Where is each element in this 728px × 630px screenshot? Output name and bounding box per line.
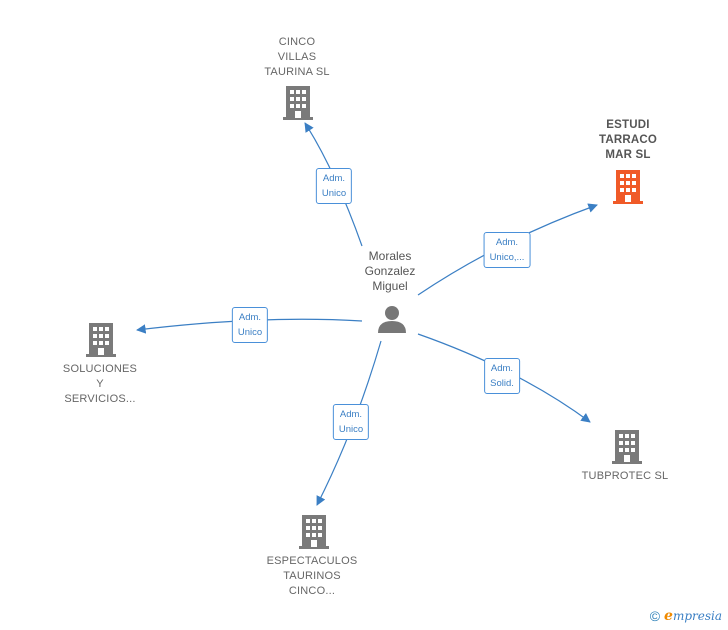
building-icon[interactable] bbox=[86, 323, 116, 362]
company-label-espectaculos[interactable]: ESPECTACULOS TAURINOS CINCO... bbox=[266, 555, 358, 597]
relation-label-estudi-tarraco[interactable]: Adm. Unico,... bbox=[483, 232, 531, 268]
company-label-cinco-villas[interactable]: CINCO VILLAS TAURINA SL bbox=[264, 36, 330, 78]
person-icon[interactable] bbox=[377, 304, 407, 339]
relation-label-espectaculos[interactable]: Adm. Unico bbox=[332, 404, 370, 440]
building-icon[interactable] bbox=[299, 515, 329, 554]
copyright-icon: © bbox=[649, 608, 661, 624]
company-label-tubprotec[interactable]: TUBPROTEC SL bbox=[581, 470, 669, 482]
company-label-soluciones[interactable]: SOLUCIONES Y SERVICIOS... bbox=[62, 363, 138, 405]
brand-logo[interactable]: empresia bbox=[664, 608, 722, 624]
relation-label-cinco-villas[interactable]: Adm. Unico bbox=[315, 168, 353, 204]
building-icon[interactable] bbox=[283, 86, 313, 125]
relation-label-tubprotec[interactable]: Adm. Solid. bbox=[484, 358, 520, 394]
building-icon[interactable] bbox=[613, 170, 643, 209]
company-label-estudi-tarraco[interactable]: ESTUDI TARRACO MAR SL bbox=[598, 119, 658, 161]
relation-label-soluciones[interactable]: Adm. Unico bbox=[231, 307, 269, 343]
footer-brand: © empresia bbox=[650, 608, 722, 624]
building-icon[interactable] bbox=[612, 430, 642, 469]
person-name[interactable]: Morales Gonzalez Miguel bbox=[364, 249, 416, 293]
